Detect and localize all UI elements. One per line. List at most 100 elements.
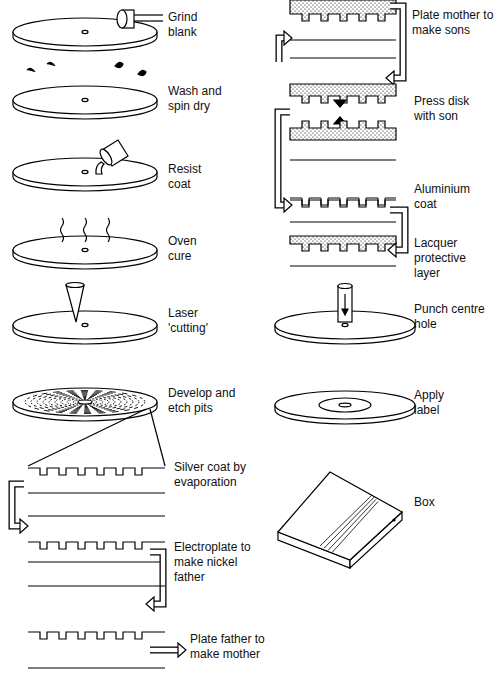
pit-track bbox=[97, 411, 103, 412]
pit-track bbox=[27, 398, 29, 399]
pit-track bbox=[118, 397, 121, 399]
step-label: Box bbox=[414, 495, 474, 510]
pit-track bbox=[141, 405, 143, 406]
pit-track bbox=[104, 399, 106, 400]
process-arrow bbox=[146, 552, 163, 611]
pit-track bbox=[95, 397, 98, 398]
centre-hole bbox=[82, 323, 88, 326]
pit-track bbox=[84, 407, 88, 408]
pit-track bbox=[140, 397, 143, 398]
pit-track bbox=[68, 407, 72, 408]
pit-track bbox=[35, 408, 39, 409]
pit-track bbox=[57, 403, 58, 405]
pit-track bbox=[31, 403, 33, 404]
pit-track bbox=[81, 391, 88, 392]
pit-track bbox=[124, 403, 126, 405]
pit-track bbox=[79, 398, 81, 399]
hinge-line bbox=[324, 497, 374, 548]
arrow-outline bbox=[390, 6, 403, 78]
step-label: Apply label bbox=[414, 388, 458, 418]
pit-track bbox=[109, 391, 115, 393]
pit-track bbox=[92, 400, 93, 401]
arrow-head bbox=[178, 643, 186, 657]
pit-track bbox=[97, 396, 100, 397]
step-label: Wash and spin dry bbox=[168, 84, 230, 114]
pit-track bbox=[94, 403, 96, 404]
pit-track bbox=[63, 394, 68, 395]
pit-track bbox=[56, 392, 62, 394]
pit-track bbox=[83, 396, 87, 397]
arrow-head bbox=[388, 243, 396, 257]
step-label: Laser 'cutting' bbox=[168, 306, 220, 336]
pit-track bbox=[56, 407, 60, 409]
pit-track bbox=[132, 402, 133, 403]
heat-line bbox=[84, 218, 87, 242]
pit-track bbox=[59, 410, 65, 412]
zoom-line bbox=[150, 409, 165, 466]
hinge-line bbox=[320, 495, 372, 546]
disc-face bbox=[13, 86, 157, 114]
disc bbox=[13, 388, 157, 421]
pit-track bbox=[124, 406, 127, 408]
pit-track bbox=[59, 396, 62, 398]
pit-track bbox=[120, 408, 125, 410]
pit-track bbox=[102, 402, 103, 403]
step-label: Plate father to make mother bbox=[190, 632, 266, 662]
disc-face bbox=[13, 18, 157, 46]
laser-beam bbox=[66, 285, 84, 322]
arrow-head bbox=[386, 71, 394, 85]
step-label: Electroplate to make nickel father bbox=[174, 540, 252, 585]
pit-track bbox=[50, 406, 53, 408]
pit-track bbox=[73, 405, 76, 406]
step-label: Lacquer protective layer bbox=[414, 236, 484, 281]
water-drop bbox=[27, 68, 35, 72]
pit-track bbox=[115, 394, 119, 396]
pit-track bbox=[66, 390, 73, 391]
jewel-case bbox=[278, 472, 402, 568]
pit-track bbox=[119, 405, 122, 407]
spindle bbox=[134, 20, 163, 21]
layer-line bbox=[28, 492, 165, 493]
centre-hole bbox=[82, 170, 88, 173]
punch-arrow bbox=[342, 309, 348, 315]
pit-track bbox=[70, 393, 76, 394]
pit-track bbox=[108, 402, 109, 404]
pit-track bbox=[99, 406, 102, 407]
disc-face bbox=[13, 236, 157, 264]
step-label: Silver coat by evaporation bbox=[174, 460, 248, 490]
pit-track bbox=[110, 404, 112, 406]
disc bbox=[275, 391, 415, 424]
pit-track bbox=[89, 397, 92, 398]
pit-track bbox=[43, 400, 44, 402]
pit-track bbox=[82, 392, 88, 393]
pit-track bbox=[105, 404, 107, 405]
arrow-outline bbox=[278, 112, 290, 205]
pit-track bbox=[93, 404, 95, 405]
punch-top bbox=[338, 284, 352, 289]
pouring-cup bbox=[96, 140, 128, 174]
pit-track bbox=[62, 403, 63, 405]
case-top bbox=[278, 472, 402, 560]
pit-track bbox=[96, 405, 99, 406]
pit-track bbox=[52, 408, 57, 410]
water-drop bbox=[115, 62, 123, 67]
zoom-line bbox=[28, 409, 146, 466]
pit-track bbox=[88, 398, 90, 399]
step-label: Press disk with son bbox=[414, 94, 488, 124]
centre-hole bbox=[82, 30, 88, 33]
pit-track bbox=[60, 407, 63, 409]
pit-track bbox=[119, 403, 120, 405]
pit-track bbox=[144, 402, 145, 403]
pit-track bbox=[74, 395, 78, 396]
pit-track bbox=[129, 398, 131, 399]
pit-track bbox=[84, 413, 91, 414]
disc bbox=[13, 158, 157, 191]
process-arrow bbox=[388, 210, 405, 257]
pit-track bbox=[107, 400, 108, 402]
pit-track bbox=[98, 412, 105, 413]
water-drop bbox=[47, 62, 55, 66]
pit-track bbox=[74, 403, 76, 404]
pit-track bbox=[76, 400, 77, 401]
pit-track bbox=[70, 403, 71, 404]
pit-track bbox=[132, 400, 134, 401]
